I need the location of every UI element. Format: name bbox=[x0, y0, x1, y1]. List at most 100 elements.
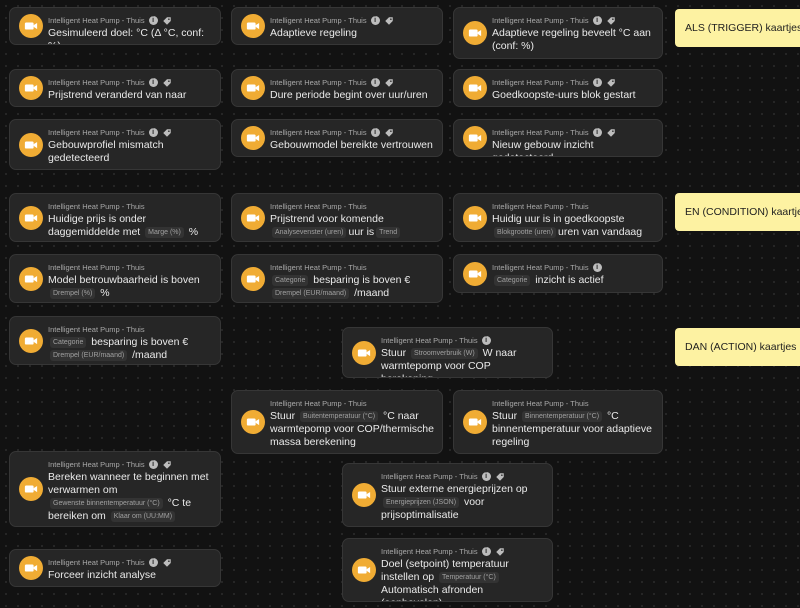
text-part: °C te bereiken om bbox=[48, 497, 192, 522]
video-camera-icon bbox=[352, 483, 376, 507]
info-icon[interactable]: i bbox=[592, 78, 602, 87]
info-icon[interactable]: i bbox=[148, 558, 158, 567]
arg-chip[interactable]: Stroomverbruik (W) bbox=[411, 347, 478, 359]
arg-chip[interactable]: Marge (%) bbox=[145, 226, 184, 238]
video-camera-icon bbox=[19, 76, 43, 100]
arg-chip[interactable]: Analysevenster (uren) bbox=[272, 226, 347, 238]
arg-chip[interactable]: Temperatuur (°C) bbox=[439, 571, 499, 583]
text-part: Huidig uur is in goedkoopste bbox=[492, 213, 625, 225]
condition-card-categorie-besparing[interactable]: Intelligent Heat Pump - Thuis Categorie … bbox=[231, 254, 443, 303]
action-card-categorie-besparing[interactable]: Intelligent Heat Pump - Thuis Categorie … bbox=[9, 316, 221, 365]
app-name: Intelligent Heat Pump - Thuis bbox=[48, 128, 145, 137]
info-icon[interactable]: i bbox=[148, 16, 158, 25]
text-part: % bbox=[188, 226, 199, 238]
condition-card-goedkoopste-uren[interactable]: Intelligent Heat Pump - Thuis Huidig uur… bbox=[453, 193, 663, 242]
card-text: Doel (setpoint) temperatuur instellen op… bbox=[381, 558, 544, 601]
app-name: Intelligent Heat Pump - Thuis bbox=[48, 460, 145, 469]
video-camera-icon bbox=[352, 558, 376, 582]
app-name: Intelligent Heat Pump - Thuis bbox=[492, 128, 589, 137]
arg-chip[interactable]: Energieprijzen (JSON) bbox=[383, 496, 460, 508]
arg-chip[interactable]: Categorie bbox=[272, 274, 309, 286]
text-part: Stuur bbox=[381, 347, 407, 359]
action-card-stuur-buitentemperatuur[interactable]: Intelligent Heat Pump - Thuis Stuur Buit… bbox=[231, 390, 443, 454]
info-icon[interactable]: i bbox=[148, 78, 158, 87]
arg-chip[interactable]: Drempel (EUR/maand) bbox=[272, 287, 350, 299]
video-camera-icon bbox=[19, 133, 43, 157]
arg-chip[interactable]: Drempel (EUR/maand) bbox=[50, 349, 128, 361]
condition-card-model-betrouwbaarheid[interactable]: Intelligent Heat Pump - Thuis Model betr… bbox=[9, 254, 221, 303]
condition-section-label: EN (CONDITION) kaartjes bbox=[675, 193, 800, 231]
text-part: uren van vandaag bbox=[558, 226, 643, 238]
info-icon[interactable]: i bbox=[592, 128, 602, 137]
text-part: /maand bbox=[132, 349, 168, 361]
video-camera-icon bbox=[463, 21, 487, 45]
tag-icon bbox=[606, 16, 616, 26]
arg-chip[interactable]: Klaar om (UU:MM) bbox=[110, 510, 176, 522]
info-icon[interactable]: i bbox=[370, 78, 380, 87]
tag-icon bbox=[495, 472, 505, 482]
text-part: % bbox=[100, 287, 110, 299]
text-part: °C binnentemperatuur voor adaptieve rege… bbox=[492, 410, 652, 448]
app-name: Intelligent Heat Pump - Thuis bbox=[270, 128, 367, 137]
arg-chip[interactable]: Gewenste binnentemperatuur (°C) bbox=[50, 497, 163, 509]
info-icon[interactable]: i bbox=[370, 128, 380, 137]
card-text: Stuur Stroomverbruik (W) W naar warmtepo… bbox=[381, 347, 544, 377]
video-camera-icon bbox=[463, 410, 487, 434]
arg-chip[interactable]: Trend bbox=[376, 226, 401, 238]
arg-chip[interactable]: Blokgrootte (uren) bbox=[494, 226, 557, 238]
action-card-stuur-binnentemperatuur[interactable]: Intelligent Heat Pump - Thuis Stuur Binn… bbox=[453, 390, 663, 454]
video-camera-icon bbox=[19, 477, 43, 501]
info-icon[interactable]: i bbox=[481, 547, 491, 556]
app-name: Intelligent Heat Pump - Thuis bbox=[48, 16, 145, 25]
trigger-section-label: ALS (TRIGGER) kaartjes bbox=[675, 9, 800, 47]
card-text: Huidig uur is in goedkoopste Blokgrootte… bbox=[492, 213, 654, 239]
info-icon[interactable]: i bbox=[370, 16, 380, 25]
info-icon[interactable]: i bbox=[592, 16, 602, 25]
condition-card-huidige-prijs[interactable]: Intelligent Heat Pump - Thuis Huidige pr… bbox=[9, 193, 221, 242]
arg-chip[interactable]: Categorie bbox=[50, 336, 87, 348]
video-camera-icon bbox=[19, 329, 43, 353]
info-icon[interactable]: i bbox=[148, 128, 158, 137]
info-icon[interactable]: i bbox=[148, 460, 158, 469]
arg-chip[interactable]: Drempel (%) bbox=[50, 287, 96, 299]
card-text: Dure periode begint over uur/uren bbox=[270, 89, 428, 101]
arg-chip[interactable]: Buitentemperatuur (°C) bbox=[300, 410, 379, 422]
app-name: Intelligent Heat Pump - Thuis bbox=[270, 263, 367, 272]
text-part: Stuur bbox=[492, 410, 518, 422]
tag-icon bbox=[384, 78, 394, 88]
tag-icon bbox=[162, 16, 172, 26]
tag-icon bbox=[162, 128, 172, 138]
condition-card-prijstrend-komende[interactable]: Intelligent Heat Pump - Thuis Prijstrend… bbox=[231, 193, 443, 242]
card-text: Forceer inzicht analyse bbox=[48, 569, 156, 581]
text-part: Automatisch afronden (aanbevolen) bbox=[381, 584, 484, 601]
info-icon[interactable]: i bbox=[481, 472, 491, 481]
arg-chip[interactable]: Categorie bbox=[494, 274, 531, 286]
text-part: Stuur bbox=[270, 410, 296, 422]
video-camera-icon bbox=[241, 410, 265, 434]
info-icon[interactable]: i bbox=[592, 263, 602, 272]
tag-icon bbox=[162, 558, 172, 568]
card-text: Nieuw gebouw inzicht gedetecteerd bbox=[492, 139, 594, 156]
app-name: Intelligent Heat Pump - Thuis bbox=[492, 16, 589, 25]
app-name: Intelligent Heat Pump - Thuis bbox=[270, 399, 367, 408]
text-part: uur is bbox=[348, 226, 375, 238]
arg-chip[interactable]: Binnentemperatuur (°C) bbox=[522, 410, 603, 422]
video-camera-icon bbox=[19, 267, 43, 291]
info-icon[interactable]: i bbox=[481, 336, 491, 345]
text-part: /maand bbox=[354, 287, 390, 299]
